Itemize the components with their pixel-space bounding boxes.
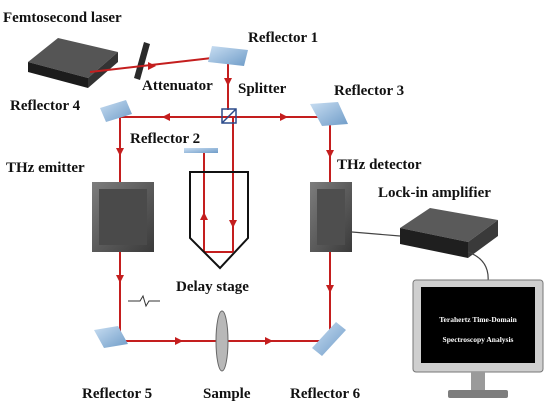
lock-in-amplifier-device (400, 208, 498, 258)
thz-detector-device (310, 182, 352, 252)
monitor-line-2: Spectroscopy Analysis (443, 335, 514, 344)
reflector-1-mirror (208, 46, 248, 66)
cables (351, 231, 489, 283)
label-splitter: Splitter (238, 81, 287, 97)
attenuator-device (134, 42, 150, 80)
label-reflector-6: Reflector 6 (290, 386, 361, 402)
label-reflector-4: Reflector 4 (10, 98, 81, 114)
monitor-base (448, 390, 508, 398)
monitor-line-1: Terahertz Time-Domain (439, 315, 517, 324)
label-reflector-3: Reflector 3 (334, 83, 404, 99)
delay-stage-device (189, 171, 249, 270)
label-reflector-5: Reflector 5 (82, 386, 152, 402)
label-reflector-2: Reflector 2 (130, 131, 200, 147)
label-femtosecond-laser: Femtosecond laser (3, 10, 122, 26)
thz-emitter-device (92, 182, 154, 252)
monitor-neck (471, 372, 485, 392)
reflector-6-mirror (312, 322, 346, 356)
label-attenuator: Attenuator (142, 78, 213, 94)
label-reflector-1: Reflector 1 (248, 30, 318, 46)
pulse-waveform-icon (128, 294, 160, 308)
reflector-5-mirror (94, 326, 128, 348)
label-delay-stage: Delay stage (176, 279, 249, 295)
reflector-2-mirror (184, 148, 218, 153)
cable-amplifier-to-monitor (467, 251, 489, 283)
label-lock-in-amplifier: Lock-in amplifier (378, 185, 491, 201)
label-thz-detector: THz detector (337, 157, 422, 173)
femtosecond-laser-device (28, 38, 118, 88)
sample-lens (215, 310, 229, 372)
monitor-device: Terahertz Time-Domain Spectroscopy Analy… (412, 279, 544, 398)
reflector-4-mirror (100, 100, 132, 122)
splitter-device (221, 108, 237, 124)
label-sample: Sample (203, 386, 251, 402)
reflector-3-mirror (310, 102, 348, 126)
cable-detector-to-amplifier (351, 231, 401, 237)
label-thz-emitter: THz emitter (6, 160, 85, 176)
monitor-screen (421, 287, 535, 363)
